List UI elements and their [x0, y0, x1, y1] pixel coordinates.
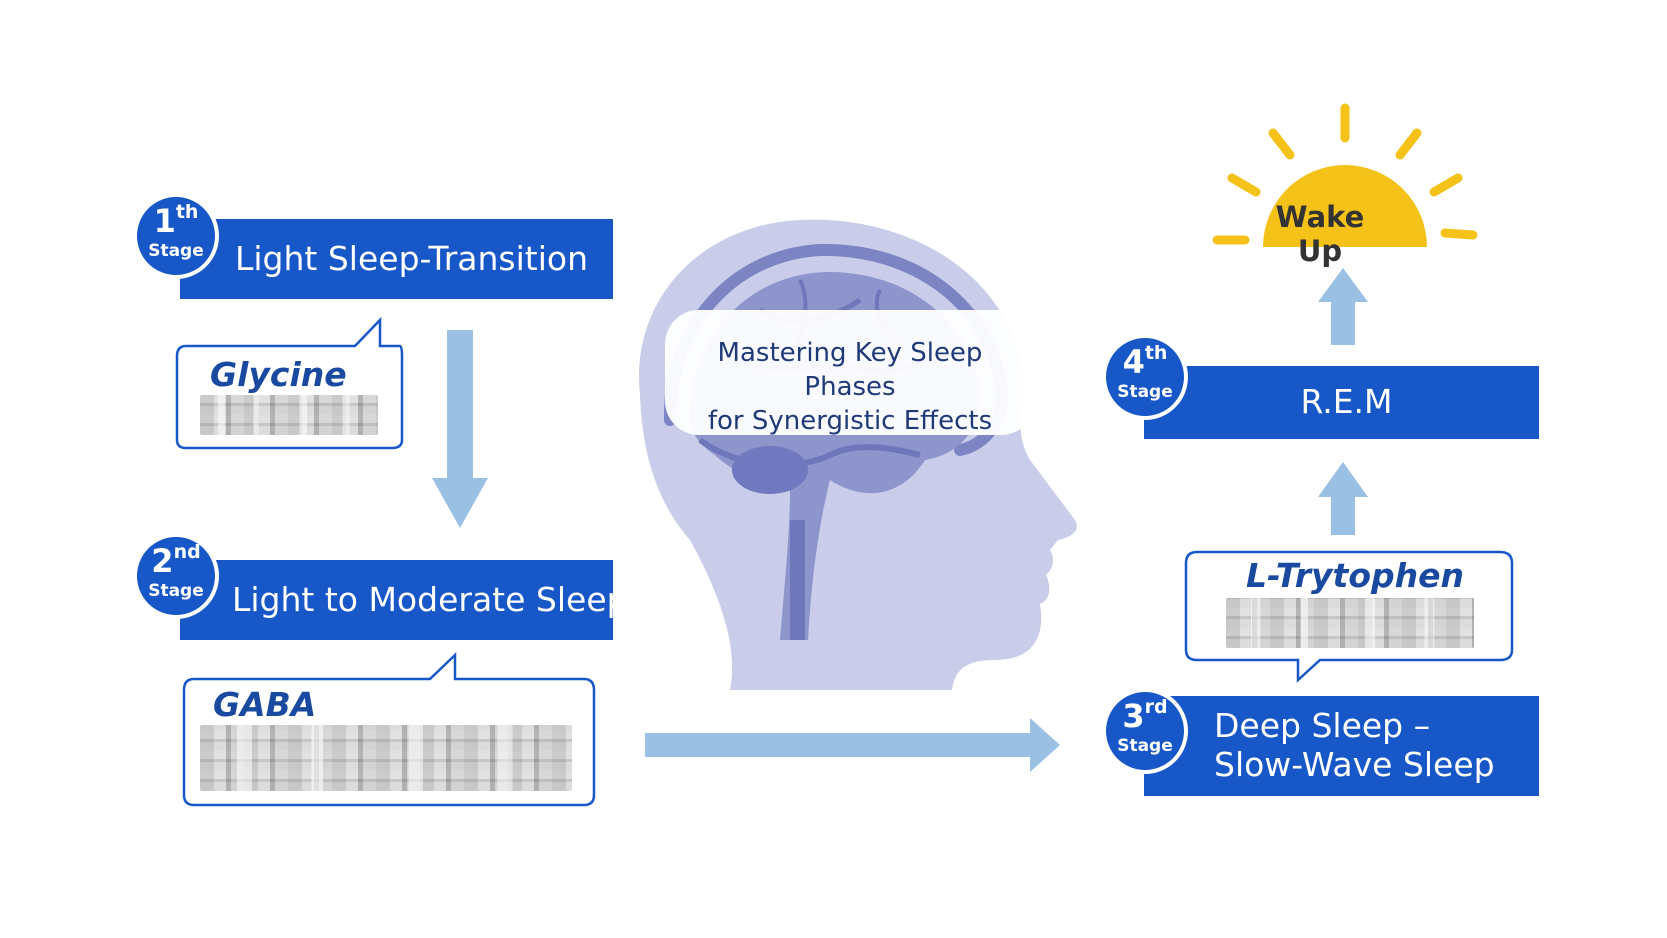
- wake-up-label: Wake Up: [1275, 200, 1365, 268]
- center-title: Mastering Key Sleep Phases for Synergist…: [670, 336, 1030, 438]
- sun-rays: [1212, 103, 1478, 245]
- gaba-name: GABA: [213, 685, 317, 724]
- stage-2-bar: Light to Moderate Sleep: [180, 560, 628, 640]
- stage-2-label: Stage: [148, 581, 204, 601]
- stage-1-badge: 1th Stage: [133, 193, 219, 279]
- stage-2-number: 2: [151, 542, 174, 580]
- stage-1-number: 1: [153, 202, 176, 240]
- stage-4-bar: R.E.M: [1144, 366, 1539, 439]
- glycine-name: Glycine: [210, 355, 347, 394]
- glycine-description-blurred: [200, 395, 378, 435]
- stage-1-label: Stage: [148, 241, 204, 261]
- arrow-down: [432, 478, 488, 528]
- stage-2-title: Light to Moderate Sleep: [232, 579, 628, 619]
- stage-4-suffix: th: [1144, 342, 1168, 364]
- center-title-line-2: for Synergistic Effects: [707, 406, 993, 436]
- arrow-up-1: [1318, 462, 1368, 497]
- arrow-up-2: [1318, 268, 1368, 302]
- stage-4-number: 4: [1122, 343, 1145, 381]
- center-title-line-1: Mastering Key Sleep Phases: [717, 338, 983, 402]
- stage-3-label: Stage: [1117, 736, 1173, 756]
- ltryptophan-name: L-Trytophen: [1246, 556, 1464, 595]
- center-bubble: [665, 310, 1035, 435]
- stage-3-number: 3: [1122, 697, 1145, 735]
- arrow-right: [1030, 718, 1060, 772]
- stage-4-badge: 4th Stage: [1102, 334, 1188, 420]
- stage-3-suffix: rd: [1144, 696, 1168, 718]
- stage-4-label: Stage: [1117, 382, 1173, 402]
- stage-2-suffix: nd: [173, 541, 201, 563]
- stage-1-bar: Light Sleep-Transition: [180, 219, 613, 299]
- ltryptophan-description-blurred: [1226, 598, 1474, 648]
- stage-3-badge: 3rd Stage: [1102, 688, 1188, 774]
- stage-1-title: Light Sleep-Transition: [235, 238, 588, 278]
- sun: [1263, 165, 1427, 247]
- stage-1-suffix: th: [175, 201, 199, 223]
- gaba-description-blurred: [200, 725, 572, 791]
- stage-3-title-line-2: Slow-Wave Sleep: [1214, 745, 1495, 784]
- stage-3-title-line-1: Deep Sleep –: [1214, 706, 1431, 746]
- stage-3-bar: Deep Sleep – Slow-Wave Sleep: [1144, 696, 1539, 796]
- stage-2-badge: 2nd Stage: [133, 533, 219, 619]
- stage-4-title: R.E.M: [1300, 382, 1393, 422]
